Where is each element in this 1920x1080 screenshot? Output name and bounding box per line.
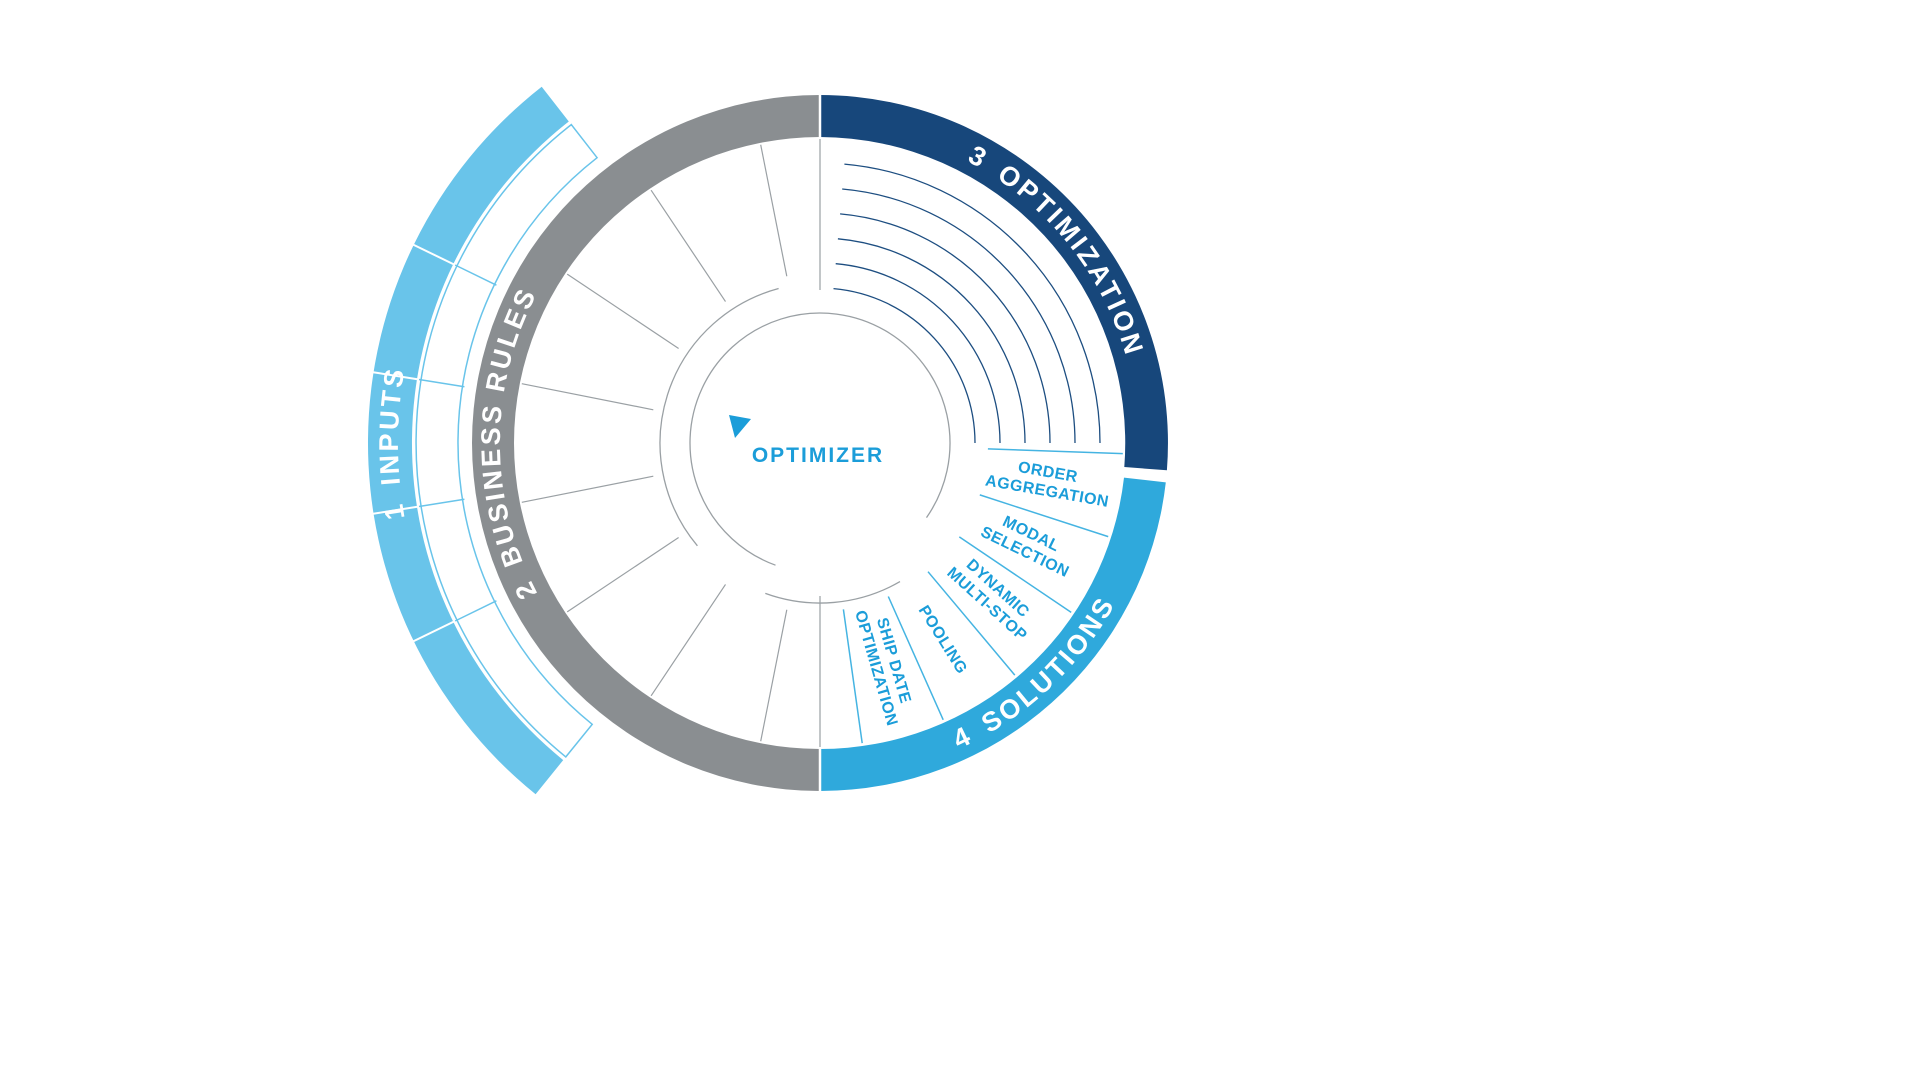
inputs-arc-seams	[371, 243, 456, 643]
inputs-seam-line	[411, 243, 456, 266]
center-optimizer-label: OPTIMIZER	[752, 444, 884, 467]
solution-divider-line	[987, 448, 1123, 455]
spoke-line	[760, 144, 788, 277]
inputs-ring-label: 1 INPUTS	[374, 364, 411, 522]
inputs-divider-line	[418, 498, 465, 508]
inputs-seam-line	[371, 371, 420, 381]
inputs-arc	[367, 86, 569, 795]
solution-dividers	[842, 448, 1123, 744]
inputs-divider-line	[454, 264, 497, 286]
spoke-line	[650, 584, 726, 697]
inputs-outline-band	[415, 123, 599, 758]
inputs-band-dividers	[418, 264, 497, 622]
inputs-ring-title: INPUTS	[374, 364, 411, 486]
spoke-line	[521, 383, 654, 411]
solutions-arc	[820, 477, 1166, 791]
solution-divider-line	[927, 571, 1016, 676]
spoke-line	[521, 475, 654, 503]
center-triangle-icon	[729, 415, 751, 438]
business-rules-arc	[472, 95, 820, 791]
inner-circle-arcs	[659, 287, 951, 604]
solution-divider-line	[958, 536, 1072, 614]
inputs-seam-line	[411, 620, 456, 643]
optimization-radiating-arcs	[833, 163, 1101, 444]
radiating-arc	[833, 287, 976, 444]
inner-arc	[765, 581, 901, 604]
spoke-line	[760, 609, 788, 742]
radiating-arc	[842, 188, 1076, 444]
spoke-line	[650, 189, 726, 302]
inputs-divider-line	[454, 600, 497, 622]
inputs-ring-number: 1	[378, 499, 410, 522]
radiating-arc	[837, 238, 1026, 444]
spoke-line	[566, 273, 679, 349]
radiating-arc	[840, 213, 1051, 444]
solution-divider-line	[979, 494, 1109, 538]
radiating-arc	[844, 163, 1101, 444]
spoke-line	[566, 537, 679, 613]
radiating-arc	[835, 263, 1001, 444]
inner-arc	[689, 312, 951, 566]
gray-spokes	[521, 139, 821, 747]
inputs-ring-label-text: 1 INPUTS	[374, 364, 411, 522]
optimization-arc	[820, 95, 1168, 471]
solution-divider-line	[887, 596, 944, 721]
inputs-divider-line	[418, 378, 465, 388]
solution-divider-line	[842, 609, 863, 744]
inner-arc	[659, 287, 779, 547]
inputs-seam-line	[371, 505, 420, 515]
